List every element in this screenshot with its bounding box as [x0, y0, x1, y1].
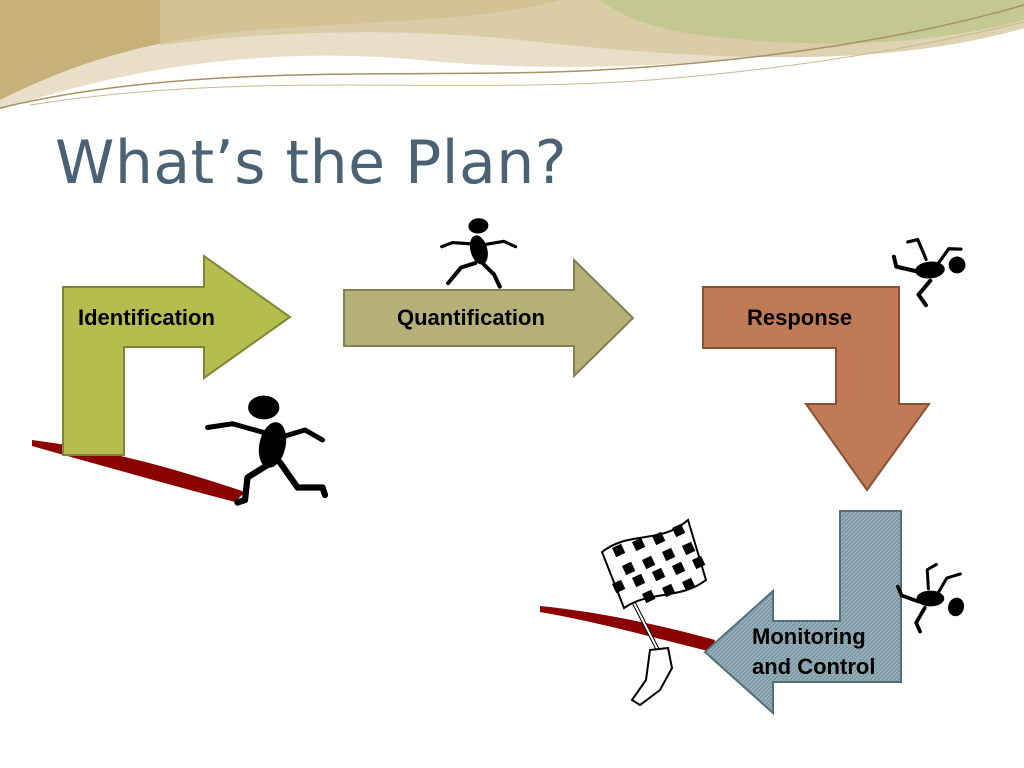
slide-title: What’s the Plan? [55, 128, 568, 198]
running-figure-icon [895, 562, 965, 634]
identification-arrow [62, 254, 292, 456]
running-figure-icon [205, 395, 329, 506]
running-figure-icon [440, 218, 518, 289]
decorative-banner [0, 0, 1024, 110]
step-label-identification: Identification [78, 305, 215, 330]
running-figure-icon [891, 237, 966, 308]
monitoring-control-arrow [703, 510, 902, 716]
checkered-flag-icon [600, 518, 708, 707]
step-label-response: Response [747, 305, 853, 330]
finish-track [540, 606, 715, 652]
response-arrow [702, 286, 931, 492]
step-label-quantification: Quantification [397, 305, 545, 330]
step-label-monitoring-control: Monitoring and Control [752, 624, 876, 679]
quantification-arrow [343, 257, 635, 379]
